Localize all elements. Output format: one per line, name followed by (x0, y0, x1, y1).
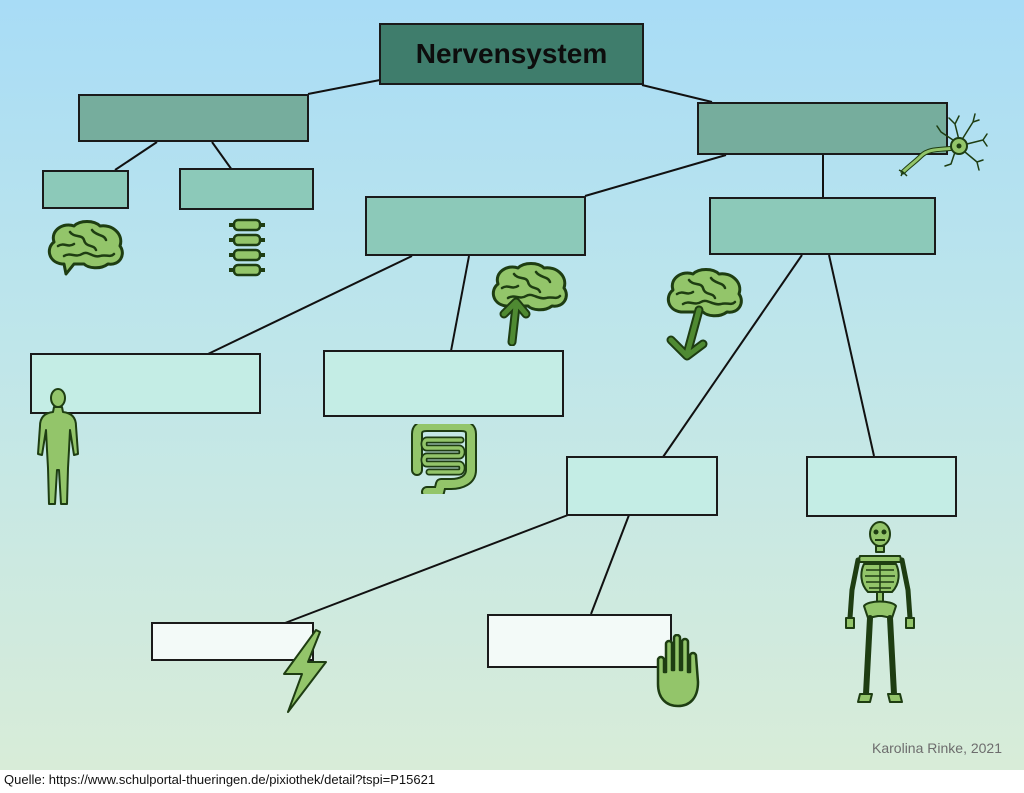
connector-line (284, 514, 569, 624)
afferent-box (365, 196, 586, 256)
connector-line (590, 514, 630, 615)
connector-line (207, 255, 413, 355)
page-title: Nervensystem (415, 38, 608, 69)
brain-arrow-down-icon (666, 268, 743, 361)
somatic-motor-box (806, 456, 957, 517)
autonomic-box (566, 456, 718, 516)
connector-line (211, 141, 233, 171)
connector-line (641, 84, 713, 103)
sympathetic-box (151, 622, 314, 661)
visceral-sensory-box (323, 350, 564, 417)
somatic-sensory-box (30, 353, 261, 414)
lightning-icon (283, 629, 327, 713)
brain-arrow-up-icon (491, 262, 568, 346)
parasympathetic-box (487, 614, 672, 668)
connector-line (584, 154, 727, 197)
neuron-icon (898, 113, 988, 177)
connector-line (114, 141, 158, 171)
brain-box (42, 170, 129, 209)
human-body-icon (37, 388, 79, 505)
spinal-cord-box (179, 168, 314, 210)
skeleton-icon (845, 521, 915, 703)
connector-line (307, 79, 381, 95)
connector-line (662, 254, 803, 458)
connector-lines (114, 79, 875, 624)
intestine-icon (411, 424, 477, 494)
hand-icon (656, 634, 700, 708)
diagram-canvas: Nervensystem (0, 0, 1024, 770)
title-box: Nervensystem (379, 23, 644, 85)
right-branch-box (697, 102, 948, 155)
spine-icon (229, 218, 265, 277)
source-caption: Quelle: https://www.schulportal-thuering… (4, 772, 436, 787)
brain-icon (47, 220, 124, 276)
efferent-box (709, 197, 936, 255)
connector-line (828, 254, 875, 457)
connector-line (450, 255, 470, 352)
left-branch-box (78, 94, 309, 142)
author-credit: Karolina Rinke, 2021 (872, 740, 1002, 756)
